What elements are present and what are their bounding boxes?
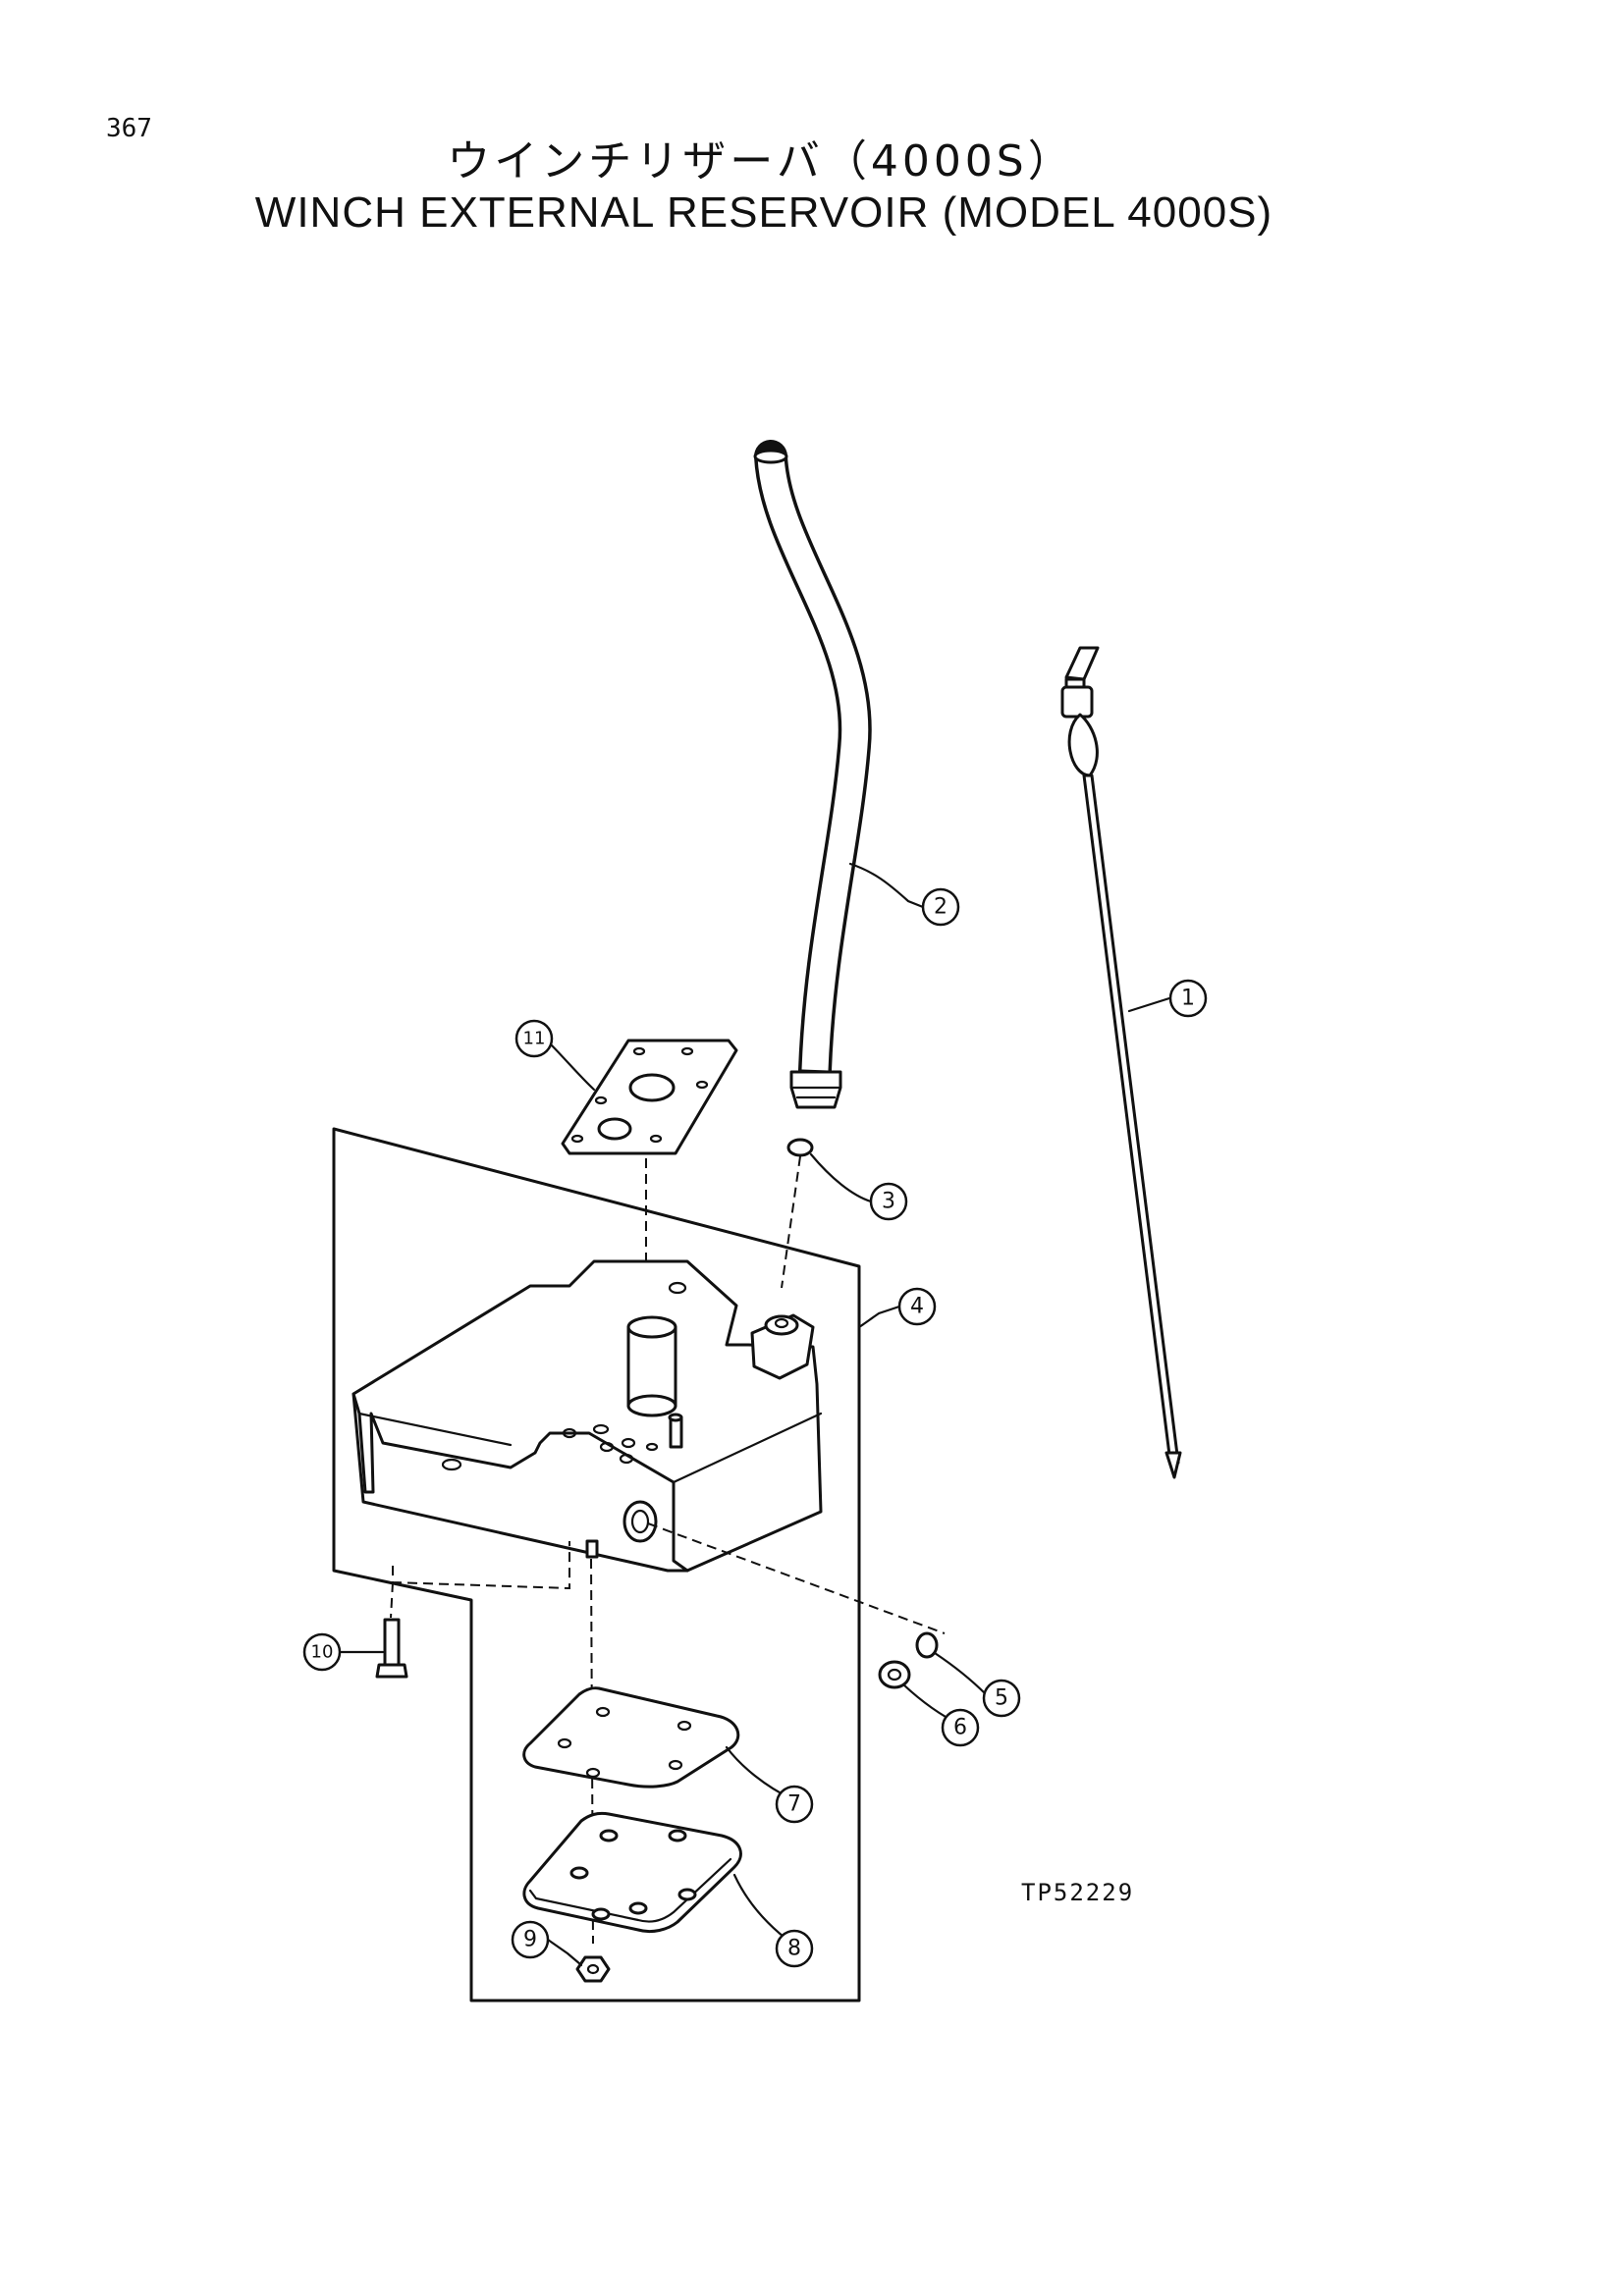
title-english: WINCH EXTERNAL RESERVOIR (MODEL 4000S) (254, 188, 1273, 237)
filler-tube (753, 440, 872, 1109)
callout-6: 6 (941, 1708, 980, 1747)
svg-text:2: 2 (934, 895, 947, 920)
cover-plate-part-8 (522, 1811, 742, 1934)
reservoir-tank (352, 1259, 823, 1573)
nut-part-9 (575, 1955, 611, 1983)
svg-text:9: 9 (523, 1928, 537, 1952)
callout-10: 10 (302, 1632, 342, 1672)
gasket-plate-part-7 (522, 1686, 740, 1789)
callout-9: 9 (511, 1920, 550, 1959)
svg-text:11: 11 (523, 1029, 546, 1049)
title-japanese: ウインチリザーバ（4000S） (447, 136, 1075, 187)
callout-4: 4 (897, 1287, 937, 1326)
callout-2: 2 (921, 887, 960, 927)
washer-part-6 (878, 1660, 911, 1689)
svg-text:10: 10 (311, 1642, 334, 1663)
o-ring-part-3 (786, 1138, 814, 1157)
dipstick (1060, 646, 1182, 1479)
bolt-part-10 (375, 1618, 408, 1679)
svg-text:7: 7 (787, 1792, 801, 1817)
drawing-code: TP52229 (1021, 1879, 1135, 1906)
callout-7: 7 (775, 1785, 814, 1824)
callout-3: 3 (869, 1182, 908, 1221)
svg-text:1: 1 (1181, 987, 1195, 1011)
svg-text:3: 3 (882, 1190, 895, 1214)
callout-1: 1 (1168, 979, 1208, 1018)
callout-11: 11 (514, 1019, 554, 1058)
svg-text:8: 8 (787, 1937, 801, 1961)
callout-8: 8 (775, 1929, 814, 1968)
gasket-part-11 (561, 1039, 738, 1155)
svg-text:4: 4 (910, 1295, 924, 1319)
page-number: 367 (106, 114, 152, 143)
svg-text:6: 6 (953, 1716, 967, 1740)
svg-text:5: 5 (995, 1686, 1008, 1711)
o-ring-part-5 (915, 1631, 939, 1659)
callout-5: 5 (982, 1679, 1021, 1718)
